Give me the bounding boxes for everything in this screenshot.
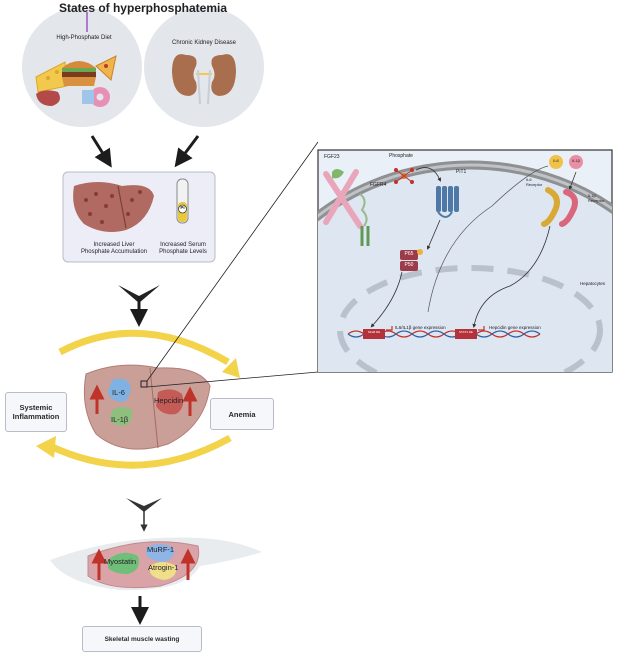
- stat-site-label: STAT3 RE: [459, 330, 473, 334]
- il1b-receptor-label: IL1β Receptor: [588, 193, 605, 203]
- muscle-arrow: [126, 498, 162, 532]
- phosphate-label: Phosphate: [389, 153, 413, 159]
- il6-receptor-label: IL6 Receptor: [526, 177, 543, 187]
- cytokine-expression-label: IL6/IL1β gene expression: [395, 325, 446, 330]
- ckd-arrow: [174, 135, 200, 168]
- systemic-inflammation-box: Systemic Inflammation: [5, 392, 67, 432]
- atrogin1-label: Atrogin-1: [148, 563, 179, 572]
- ckd-label: Chronic Kidney Disease: [171, 40, 237, 46]
- il1b-receptor-line1: IL1β: [588, 193, 596, 198]
- p65-label: P65: [404, 251, 414, 257]
- systemic-inflammation-line1: Systemic: [19, 403, 53, 412]
- systemic-inflammation-line2: Inflammation: [12, 412, 60, 421]
- myostatin-label: Myostatin: [104, 557, 137, 566]
- zoom-line-bottom: [146, 371, 319, 388]
- serum-phosphate-line2: Phosphate Levels: [159, 248, 207, 255]
- liver-accumulation-label: Increased Liver Phosphate Accumulation: [68, 242, 160, 256]
- diet-arrow: [90, 135, 112, 168]
- murf1-label: MuRF-1: [147, 545, 175, 554]
- anemia-box: Anemia: [210, 398, 274, 430]
- food-icon: [35, 12, 117, 107]
- liver-accumulation-line2: Phosphate Accumulation: [80, 248, 148, 255]
- zoom-line-top: [146, 141, 319, 382]
- zoom-square: [140, 380, 148, 388]
- il6-ligand-label: IL6: [553, 158, 559, 163]
- diet-circle: [22, 7, 142, 127]
- hepcidin-expression-label: Hepcidin gene expression: [489, 325, 541, 330]
- serum-phosphate-line1: Increased Serum: [160, 242, 206, 248]
- cycle-arrows: [36, 329, 240, 469]
- liver-panel: [62, 171, 216, 263]
- cell-panel: [317, 149, 613, 373]
- ckd-circle: [144, 7, 264, 127]
- muscle-wasting-box: Skeletal muscle wasting: [82, 626, 202, 652]
- tube-symbol: Pi: [180, 205, 185, 210]
- kidney-icon: [172, 54, 236, 105]
- muscle: [50, 537, 262, 591]
- hepcidin-label: Hepcidin: [154, 396, 184, 405]
- fgf23-label: FGF23: [324, 154, 340, 160]
- il6-receptor-line1: IL6: [526, 177, 532, 182]
- il6-receptor-line2: Receptor: [526, 181, 543, 187]
- liver-accumulation-line1: Increased Liver: [93, 242, 135, 248]
- serum-phosphate-label: Increased Serum Phosphate Levels: [152, 242, 214, 256]
- nfkb-site-label: NFκB RE: [367, 330, 381, 334]
- il6-label: IL-6: [112, 388, 125, 397]
- pit1-label: PiT1: [456, 169, 467, 175]
- hepatocytes-label: Hepatocytes: [580, 281, 606, 286]
- fgfr4-label: FGFR4: [370, 182, 387, 188]
- figure-title: States of hyperphosphatemia: [58, 1, 228, 15]
- il1b-label: IL-1β: [111, 415, 129, 424]
- diet-label: High-Phosphate Diet: [56, 35, 112, 41]
- il1b-receptor-line2: Receptor: [588, 197, 605, 203]
- center-liver: [83, 364, 211, 450]
- p50-label: P50: [404, 262, 414, 268]
- merge-arrow: [118, 285, 160, 327]
- il1b-ligand-label: IL1β: [572, 158, 580, 163]
